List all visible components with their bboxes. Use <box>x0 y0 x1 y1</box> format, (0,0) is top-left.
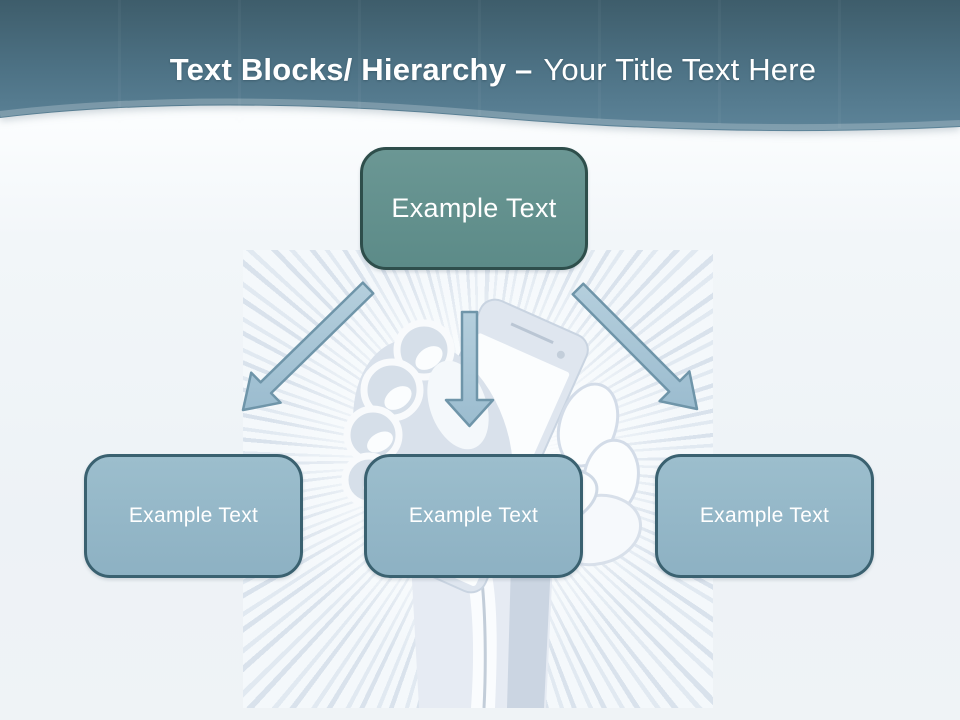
child-text-block-1: Example Text <box>84 454 303 578</box>
title-strong: Text Blocks/ Hierarchy – <box>169 52 533 87</box>
page-title: Text Blocks/ Hierarchy – Your Title Text … <box>0 52 960 88</box>
root-text-block: Example Text <box>360 147 588 270</box>
child-text-block-3-label: Example Text <box>699 504 830 527</box>
child-text-block-2-label: Example Text <box>408 504 539 527</box>
title-light: Your Title Text Here <box>543 52 817 87</box>
child-text-block-3: Example Text <box>655 454 874 578</box>
child-text-block-1-label: Example Text <box>128 504 259 527</box>
header-wave <box>0 0 960 132</box>
root-text-block-label: Example Text <box>391 193 557 223</box>
child-text-block-2: Example Text <box>364 454 583 578</box>
